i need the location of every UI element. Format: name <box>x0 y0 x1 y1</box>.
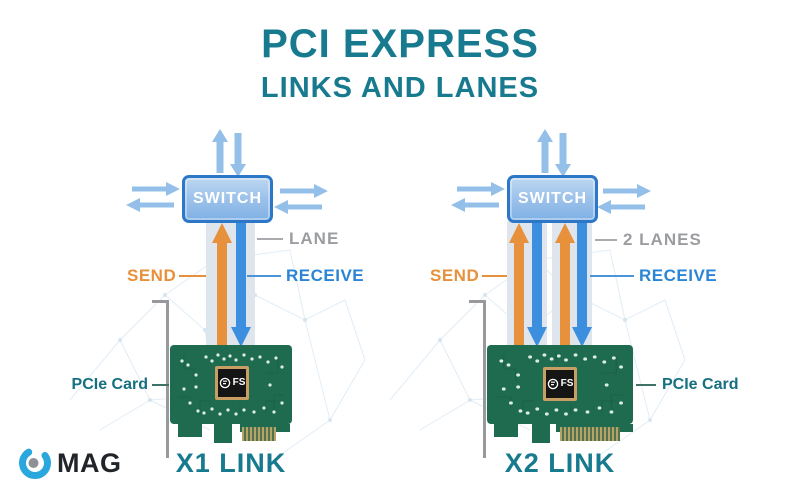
switch-box: SWITCH <box>507 175 598 223</box>
fs-chip: FS <box>543 367 577 401</box>
left-traffic-arrow-icon <box>126 198 174 212</box>
receive-callout-line <box>590 275 634 277</box>
receive-label: RECEIVE <box>639 266 718 285</box>
c-ring-icon <box>19 447 51 479</box>
chip-label: FS <box>232 377 246 388</box>
send-callout-line <box>179 275 206 277</box>
send-label: SEND <box>127 266 177 285</box>
pcie-card-callout-line <box>152 384 169 386</box>
card-bracket-tab <box>469 300 486 303</box>
card-bracket <box>483 300 486 458</box>
fs-chip: FS <box>215 366 249 400</box>
pcie-card-label: PCIe Card <box>71 376 148 393</box>
switch-box: SWITCH <box>182 175 273 223</box>
card-circuit-art <box>496 353 624 416</box>
card-circuit-art <box>178 353 284 416</box>
right-traffic-arrow-icon <box>457 182 505 196</box>
fs-logo-icon <box>219 377 230 389</box>
receive-label: RECEIVE <box>286 266 365 285</box>
pcie-card-label: PCIe Card <box>662 376 739 393</box>
receive-arrow-icon <box>231 223 251 347</box>
lane-label: LANE <box>289 229 340 248</box>
gold-fingers <box>560 427 620 441</box>
send-callout-line <box>482 275 507 277</box>
send-arrow-icon <box>509 223 529 347</box>
title-line1: PCI EXPRESS <box>261 22 539 66</box>
receive-arrow-icon <box>572 223 592 347</box>
x1-link-label: X1 LINK <box>175 448 287 478</box>
card-foot <box>494 424 518 437</box>
lanes-callout-line <box>595 239 617 241</box>
gold-fingers <box>242 427 276 441</box>
chip-label: FS <box>560 378 574 389</box>
card-foot <box>214 424 232 443</box>
lanes-label: 2 LANES <box>623 230 702 249</box>
card-bracket <box>166 300 169 458</box>
switch-label: SWITCH <box>192 190 263 207</box>
receive-callout-line <box>247 275 281 277</box>
downstream-arrow-icon <box>555 133 571 177</box>
logo-text: MAG <box>57 447 122 478</box>
switch-label: SWITCH <box>517 190 588 207</box>
send-label: SEND <box>430 266 480 285</box>
upstream-arrow-icon <box>537 129 553 173</box>
card-foot <box>532 424 550 443</box>
cmag-logo: MAG <box>16 444 122 482</box>
receive-arrow-icon <box>527 223 547 347</box>
right-traffic-arrow-icon <box>603 184 651 198</box>
send-arrow-icon <box>555 223 575 347</box>
right-traffic-arrow-icon <box>132 182 180 196</box>
left-traffic-arrow-icon <box>451 198 499 212</box>
fs-logo-icon <box>547 378 558 390</box>
pcie-card-callout-line <box>636 384 656 386</box>
right-traffic-arrow-icon <box>280 184 328 198</box>
upstream-arrow-icon <box>212 129 228 173</box>
send-arrow-icon <box>212 223 232 347</box>
x2-link-label: X2 LINK <box>504 448 616 478</box>
card-bracket-tab <box>152 300 169 303</box>
title-line2: LINKS AND LANES <box>260 72 540 104</box>
left-traffic-arrow-icon <box>274 200 322 214</box>
lane-callout-line <box>257 238 283 240</box>
left-traffic-arrow-icon <box>597 200 645 214</box>
downstream-arrow-icon <box>230 133 246 177</box>
card-foot <box>178 424 202 437</box>
